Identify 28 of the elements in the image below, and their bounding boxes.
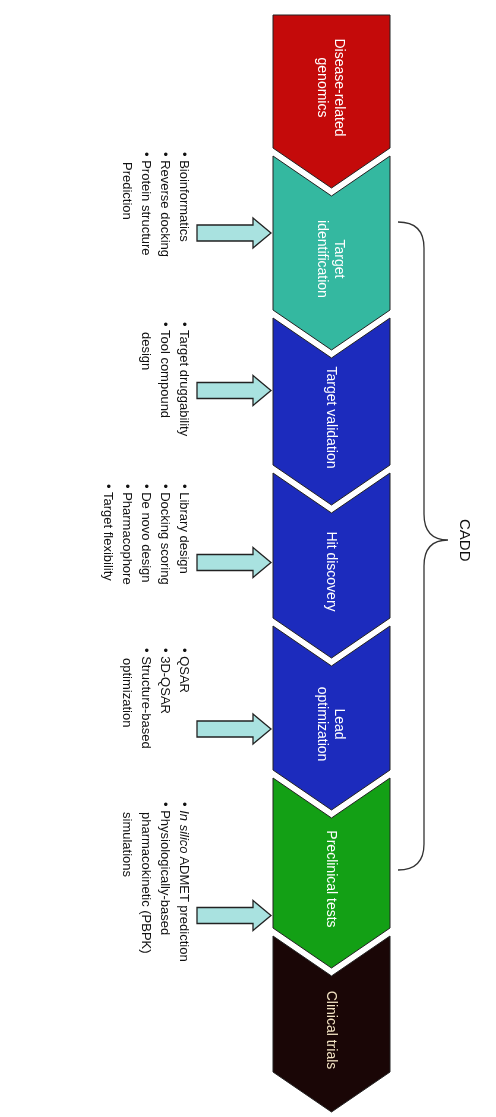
bullet-item: • 3D-QSAR (157, 648, 174, 716)
block-arrow (196, 374, 272, 407)
bullet-item: • Docking scoring (157, 484, 174, 587)
bullet-item: • Tool compound design (138, 322, 174, 421)
bullet-item: • Library design (176, 484, 193, 576)
group-label: CADD (457, 519, 474, 562)
stage-label: Disease-related genomics (314, 37, 349, 139)
bullet-item: • Target flexibility (100, 484, 117, 583)
bullet-item: • Pharmacophore (119, 484, 136, 587)
bullet-item: • Bioinformatics (176, 152, 193, 244)
bullet-item: • QSAR (176, 648, 193, 695)
block-arrow (196, 216, 272, 250)
bullet-item: • De novo design (138, 484, 155, 585)
stage-label: Target validation (323, 365, 340, 471)
bullet-item: • Target druggability (176, 322, 193, 439)
block-arrow (196, 546, 272, 579)
bullet-item: • Physiologically-based pharmacokinetic (PBPK) simulations (119, 802, 174, 956)
bullet-item: • Reverse docking (157, 152, 174, 259)
stage-label: Preclinical tests (323, 829, 340, 930)
bullet-item: • Structure-based optimization (119, 648, 155, 751)
stage-label: Lead optimization (314, 685, 349, 764)
block-arrow (196, 712, 272, 746)
stage-label: Clinical trials (323, 989, 340, 1072)
stage-label: Hit discovery (323, 530, 340, 614)
stage-label: Target identification (314, 219, 349, 300)
block-arrow (196, 899, 272, 932)
bullet-item: • Protein structure Prediction (119, 152, 155, 258)
bullet-item: • In silico ADMET prediction (176, 802, 193, 964)
